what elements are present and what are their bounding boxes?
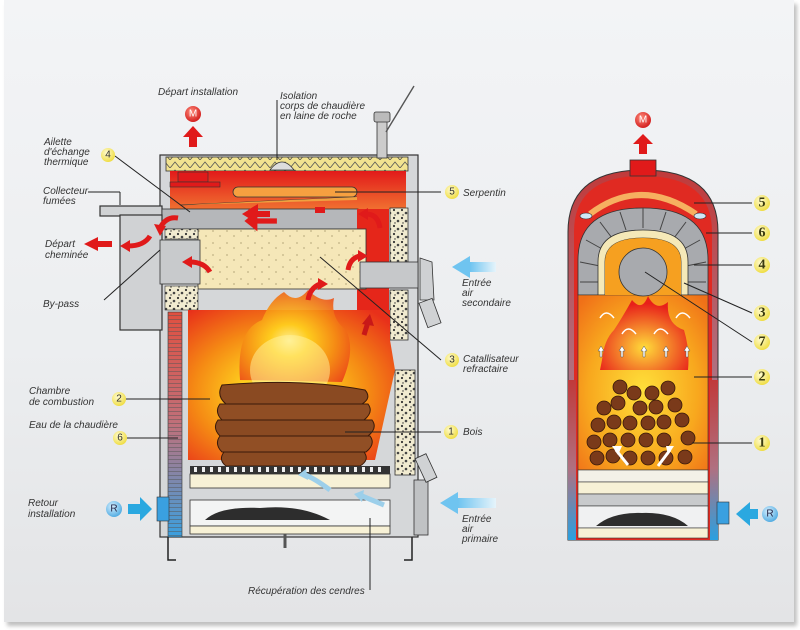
badge-1: 1 [448, 427, 454, 438]
right-badge-5: 5 [759, 196, 766, 211]
depart-marker-icon [185, 106, 201, 122]
label-bois: Bois [463, 427, 482, 438]
label-ailette-3: thermique [44, 157, 89, 168]
secondary-air-inlet-arrow [452, 256, 496, 278]
label-entree-sec-3: secondaire [462, 298, 511, 309]
right-flue-chamber [618, 247, 668, 297]
return-marker-label: R [110, 504, 117, 515]
label-depart-cheminee-1: Départ [45, 239, 76, 250]
label-ailette-1: Ailette [43, 137, 72, 148]
right-depart-arrow [633, 134, 653, 154]
flue-gas-flow-arrows [84, 204, 383, 336]
return-pipe [156, 496, 170, 522]
badge-2: 2 [116, 394, 122, 405]
badge-5: 5 [449, 187, 455, 198]
right-return-marker-icon [762, 506, 778, 522]
return-arrow [128, 497, 152, 521]
catalyst-block [197, 228, 367, 290]
label-entree-sec-1: Entrée [462, 278, 492, 289]
label-recuperation-cendres: Récupération des cendres [248, 586, 365, 597]
label-entree-prim-1: Entrée [462, 514, 492, 525]
bypass-box [119, 214, 163, 331]
callout-badges: 4 5 3 2 6 1 [101, 148, 459, 445]
right-depart-marker-label: M [639, 115, 647, 126]
right-badge-4: 4 [759, 258, 766, 273]
label-retour-1: Retour [28, 498, 59, 509]
label-entree-prim-3: primaire [461, 534, 499, 545]
right-boiler-front-section: R M 5 6 4 3 7 [567, 112, 778, 541]
label-chambre-1: Chambre [29, 386, 71, 397]
right-depart-marker-icon [635, 112, 651, 128]
label-entree-sec-2: air [462, 288, 474, 299]
badge-4: 4 [105, 150, 111, 161]
wood-logs [214, 381, 375, 467]
label-serpentin: Serpentin [463, 188, 506, 199]
label-depart-installation: Départ installation [158, 87, 238, 98]
right-return-arrow [736, 502, 758, 526]
depart-arrow [183, 126, 203, 147]
right-badge-2: 2 [759, 370, 766, 385]
badge-3: 3 [449, 355, 455, 366]
left-labels: Départ installation Isolation corps de c… [28, 87, 519, 597]
right-badge-6: 6 [759, 226, 766, 241]
left-boiler-cross-section: M R 4 5 3 2 [28, 85, 519, 597]
right-return-marker-label: R [766, 509, 773, 520]
label-isolation-3: en laine de roche [280, 111, 357, 122]
serpentin-coil [179, 186, 358, 206]
label-eau-chaudiere: Eau de la chaudière [29, 420, 118, 431]
label-entree-prim-2: air [462, 524, 474, 535]
label-isolation-2: corps de chaudière [280, 101, 365, 112]
label-depart-cheminee-2: cheminée [45, 250, 89, 261]
primary-air-inlet-arrow [440, 492, 496, 514]
right-badge-7: 7 [759, 335, 766, 350]
primary-air-flow-arrows [298, 469, 385, 508]
label-retour-2: installation [28, 509, 76, 520]
label-collecteur-1: Collecteur [43, 186, 89, 197]
label-ailette-2: d'échange [44, 147, 90, 158]
return-marker-icon [106, 501, 122, 517]
depart-marker-label: M [189, 109, 197, 120]
label-catalyseur-2: refractaire [463, 364, 508, 375]
right-callout-badges: 5 6 4 3 7 2 1 [754, 195, 770, 451]
label-collecteur-2: fumées [43, 196, 76, 207]
right-badge-3: 3 [759, 306, 766, 321]
label-isolation-1: Isolation [280, 91, 318, 102]
right-wood-logs [586, 379, 696, 466]
badge-6: 6 [117, 433, 123, 444]
label-bypass: By-pass [43, 299, 79, 310]
right-badge-1: 1 [759, 436, 766, 451]
label-catalyseur-1: Catallisateur [463, 354, 519, 365]
label-chambre-2: de combustion [29, 397, 94, 408]
